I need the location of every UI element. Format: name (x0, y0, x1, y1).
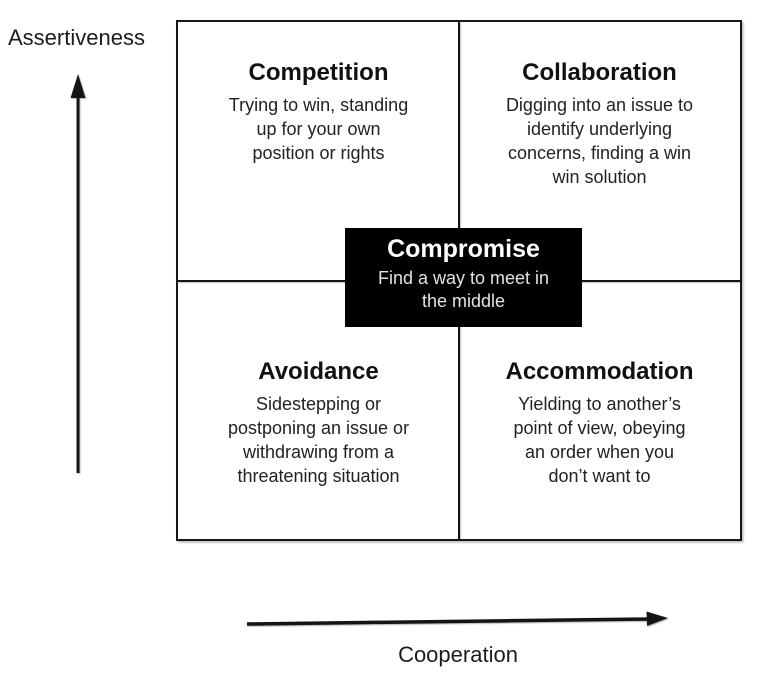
quadrant-competition: Competition Trying to win, standing up f… (178, 22, 459, 281)
assertiveness-axis-label: Assertiveness (8, 25, 145, 50)
competition-description: Trying to win, standing up for your own … (228, 95, 409, 163)
collaboration-title: Collaboration (522, 59, 677, 86)
collaboration-description: Digging into an issue to identify underl… (505, 95, 694, 187)
cooperation-axis-label: Cooperation (398, 642, 518, 667)
cooperation-arrow-icon (246, 611, 668, 626)
quadrant-avoidance: Avoidance Sidestepping or postponing an … (178, 281, 459, 540)
accommodation-description: Yielding to another’s point of view, obe… (513, 393, 686, 486)
avoidance-title: Avoidance (258, 357, 379, 385)
quadrant-collaboration: Collaboration Digging into an issue to i… (459, 22, 740, 281)
quadrant-accommodation: Accommodation Yielding to another’s poin… (459, 281, 740, 540)
accommodation-title: Accommodation (505, 357, 694, 385)
assertiveness-arrow-icon (70, 74, 86, 473)
avoidance-description: Sidestepping or postponing an issue or w… (227, 393, 410, 486)
compromise-title: Compromise (387, 235, 540, 263)
quadrant-grid: Competition Trying to win, standing up f… (176, 20, 742, 541)
compromise-description: Find a way to meet in the middle (377, 268, 550, 311)
competition-title: Competition (248, 59, 389, 86)
compromise-box: Compromise Find a way to meet in the mid… (345, 228, 582, 327)
